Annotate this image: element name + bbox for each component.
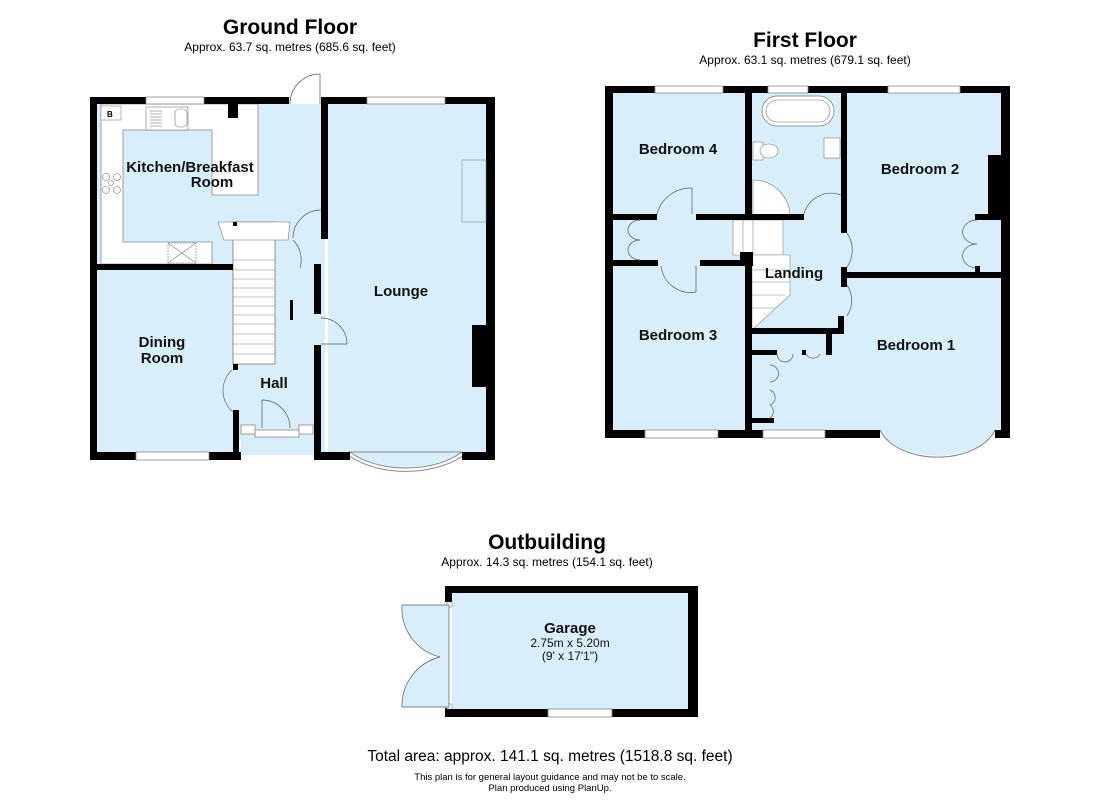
landing-label: Landing xyxy=(765,265,823,282)
garage-label: Garage xyxy=(544,620,596,637)
dining-label: Dining xyxy=(139,334,186,351)
hob-icon xyxy=(102,173,121,194)
ground-floor-title: Ground Floor xyxy=(222,16,358,39)
bedroom4-label: Bedroom 4 xyxy=(639,141,718,158)
bedroom3-label: Bedroom 3 xyxy=(639,327,717,344)
credit: Plan produced using PlanUp. xyxy=(488,783,612,794)
outbuilding-area: Approx. 14.3 sq. metres (154.1 sq. feet) xyxy=(441,555,653,569)
outbuilding-title: Outbuilding xyxy=(488,531,606,554)
bedroom2-label: Bedroom 2 xyxy=(881,161,959,178)
ground-floor-plan: B xyxy=(90,73,495,472)
lounge-label: Lounge xyxy=(374,283,428,300)
bedroom1-label: Bedroom 1 xyxy=(877,337,955,354)
boiler-label: B xyxy=(107,110,113,119)
first-floor-area: Approx. 63.1 sq. metres (679.1 sq. feet) xyxy=(699,53,911,67)
kitchen-label-2: Room xyxy=(191,174,234,191)
ground-floor-area: Approx. 63.7 sq. metres (685.6 sq. feet) xyxy=(184,40,396,54)
kitchen-label: Kitchen/Breakfast xyxy=(126,159,254,176)
hall-label: Hall xyxy=(260,375,288,392)
first-floor-plan: Bedroom 4 Bedroom 2 Bedroom 3 Bedroom 1 … xyxy=(605,85,1010,458)
garage-metric: 2.75m x 5.20m xyxy=(530,636,609,650)
disclaimer: This plan is for general layout guidance… xyxy=(414,772,686,783)
first-floor-title: First Floor xyxy=(753,29,857,52)
total-area: Total area: approx. 141.1 sq. metres (15… xyxy=(367,748,733,765)
dining-label-2: Room xyxy=(141,350,184,367)
outbuilding-plan: Garage 2.75m x 5.20m (9' x 17'1") xyxy=(401,586,698,718)
garage-imperial: (9' x 17'1") xyxy=(542,649,598,663)
